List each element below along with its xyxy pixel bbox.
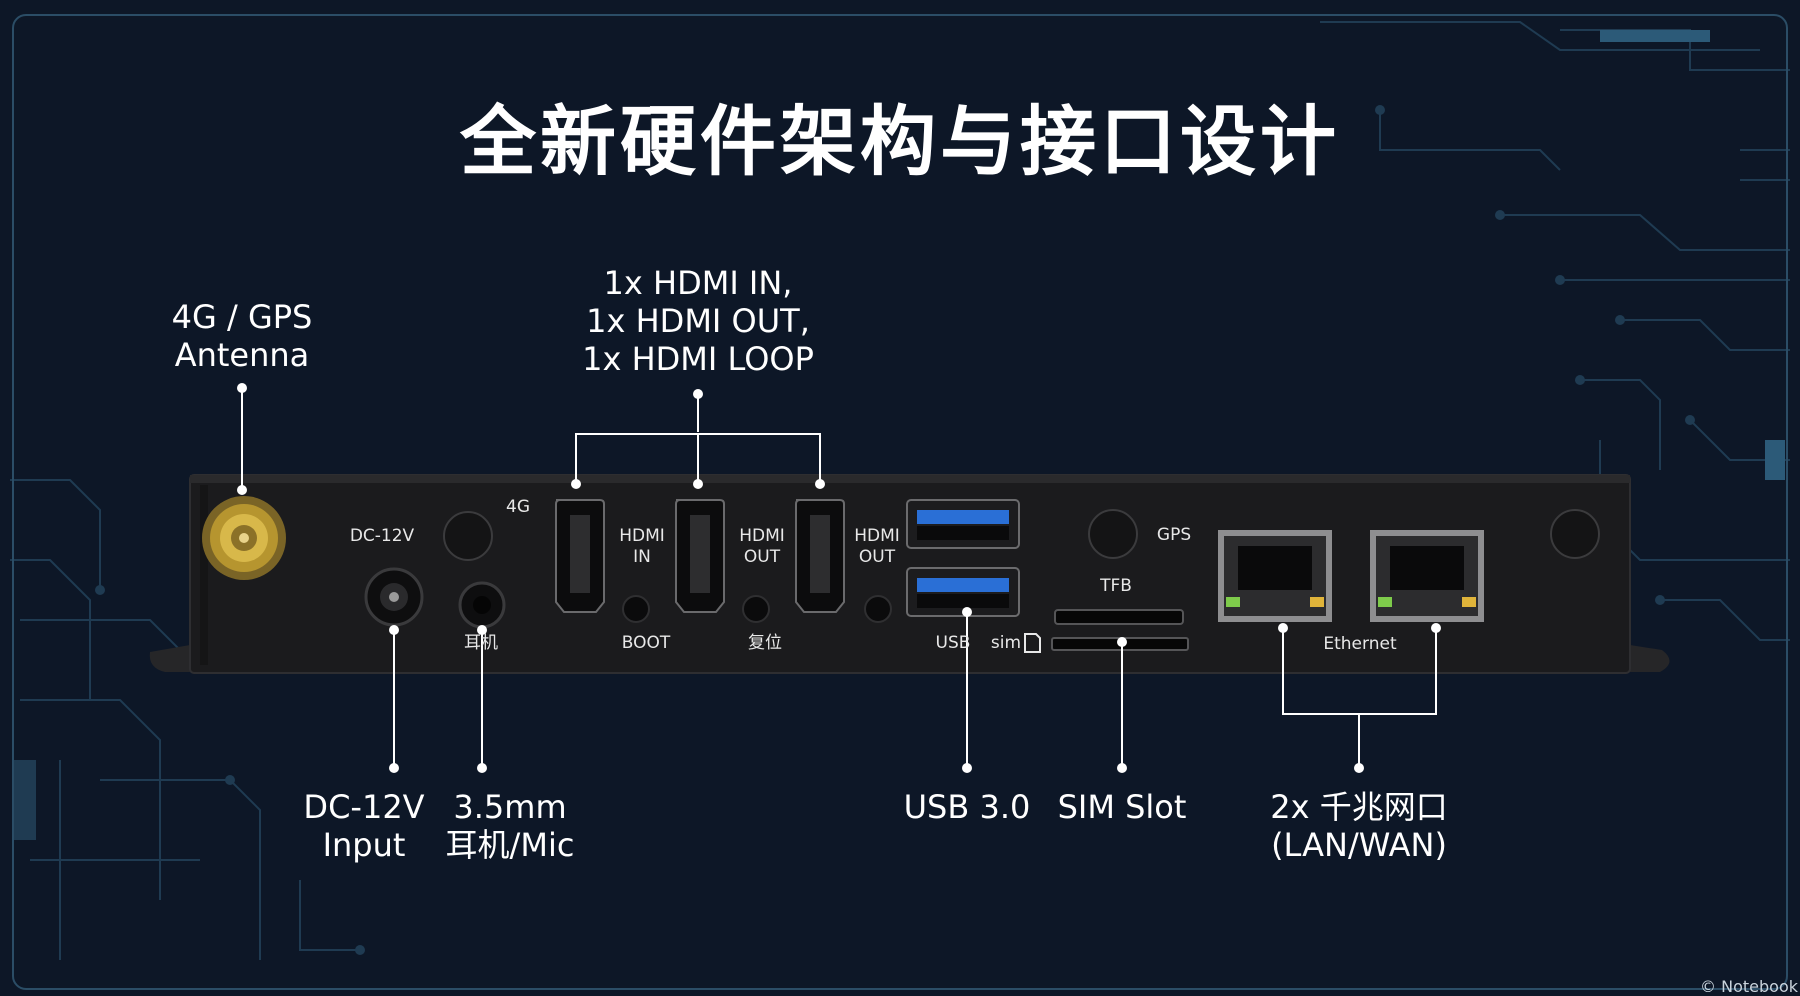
ethernet-port-wan xyxy=(1370,530,1484,622)
device-label-tfb: TFB xyxy=(1100,576,1132,596)
callout-lan: 2x 千兆网口 (LAN/WAN) xyxy=(1270,788,1448,864)
boot-button xyxy=(622,595,650,623)
device-label-gps: GPS xyxy=(1156,525,1192,545)
right-flange xyxy=(1630,645,1670,672)
pinhole xyxy=(864,595,892,623)
slide-frame xyxy=(12,14,1788,990)
callout-antenna: 4G / GPS Antenna xyxy=(171,298,313,374)
device-label-sim: sim xyxy=(990,633,1022,653)
hdmi-port-in xyxy=(555,499,605,613)
device-label-hdmi-in: HDMI IN xyxy=(619,526,665,567)
callout-audio: 3.5mm 耳机/Mic xyxy=(445,788,575,864)
antenna-connector xyxy=(202,496,286,580)
circuit-bar xyxy=(14,760,36,840)
chassis-side-edge xyxy=(200,485,208,665)
circuit-bar xyxy=(1600,30,1710,42)
device-label-usb: USB xyxy=(935,633,971,653)
hdmi-port-out xyxy=(675,499,725,613)
device-label-earphone: 耳机 xyxy=(464,633,498,653)
tf-slot xyxy=(1054,609,1184,625)
watermark: © Notebook xyxy=(1700,977,1798,996)
device-label-reset: 复位 xyxy=(748,633,782,653)
callout-sim: SIM Slot xyxy=(1057,788,1187,826)
chassis-top-edge xyxy=(190,475,1630,483)
usb-port-top xyxy=(906,499,1020,549)
sim-card-icon xyxy=(1024,633,1041,653)
device-label-boot: BOOT xyxy=(621,633,671,653)
page-title: 全新硬件架构与接口设计 xyxy=(460,97,1340,186)
callout-dc-input: DC-12V Input xyxy=(303,788,425,864)
blank-hole xyxy=(1088,509,1138,559)
hdmi-port-loop xyxy=(795,499,845,613)
leader-lines xyxy=(241,388,1437,768)
left-flange xyxy=(149,645,190,672)
usb-port-bottom xyxy=(906,567,1020,617)
dc-jack xyxy=(364,567,424,627)
device-label-hdmi-out-2: HDMI OUT xyxy=(854,526,900,567)
leader-dots xyxy=(237,383,1441,773)
blank-hole xyxy=(443,511,493,561)
ethernet-port-lan xyxy=(1218,530,1332,622)
callout-hdmi: 1x HDMI IN, 1x HDMI OUT, 1x HDMI LOOP xyxy=(582,264,814,378)
device-label-hdmi-out: HDMI OUT xyxy=(739,526,785,567)
device-label-4g: 4G xyxy=(506,497,530,517)
device-label-dc: DC-12V xyxy=(349,526,415,546)
reset-button xyxy=(742,595,770,623)
callout-usb: USB 3.0 xyxy=(903,788,1031,826)
device-label-ethernet: Ethernet xyxy=(1323,634,1397,654)
circuit-bar xyxy=(1765,440,1785,480)
blank-hole xyxy=(1550,509,1600,559)
